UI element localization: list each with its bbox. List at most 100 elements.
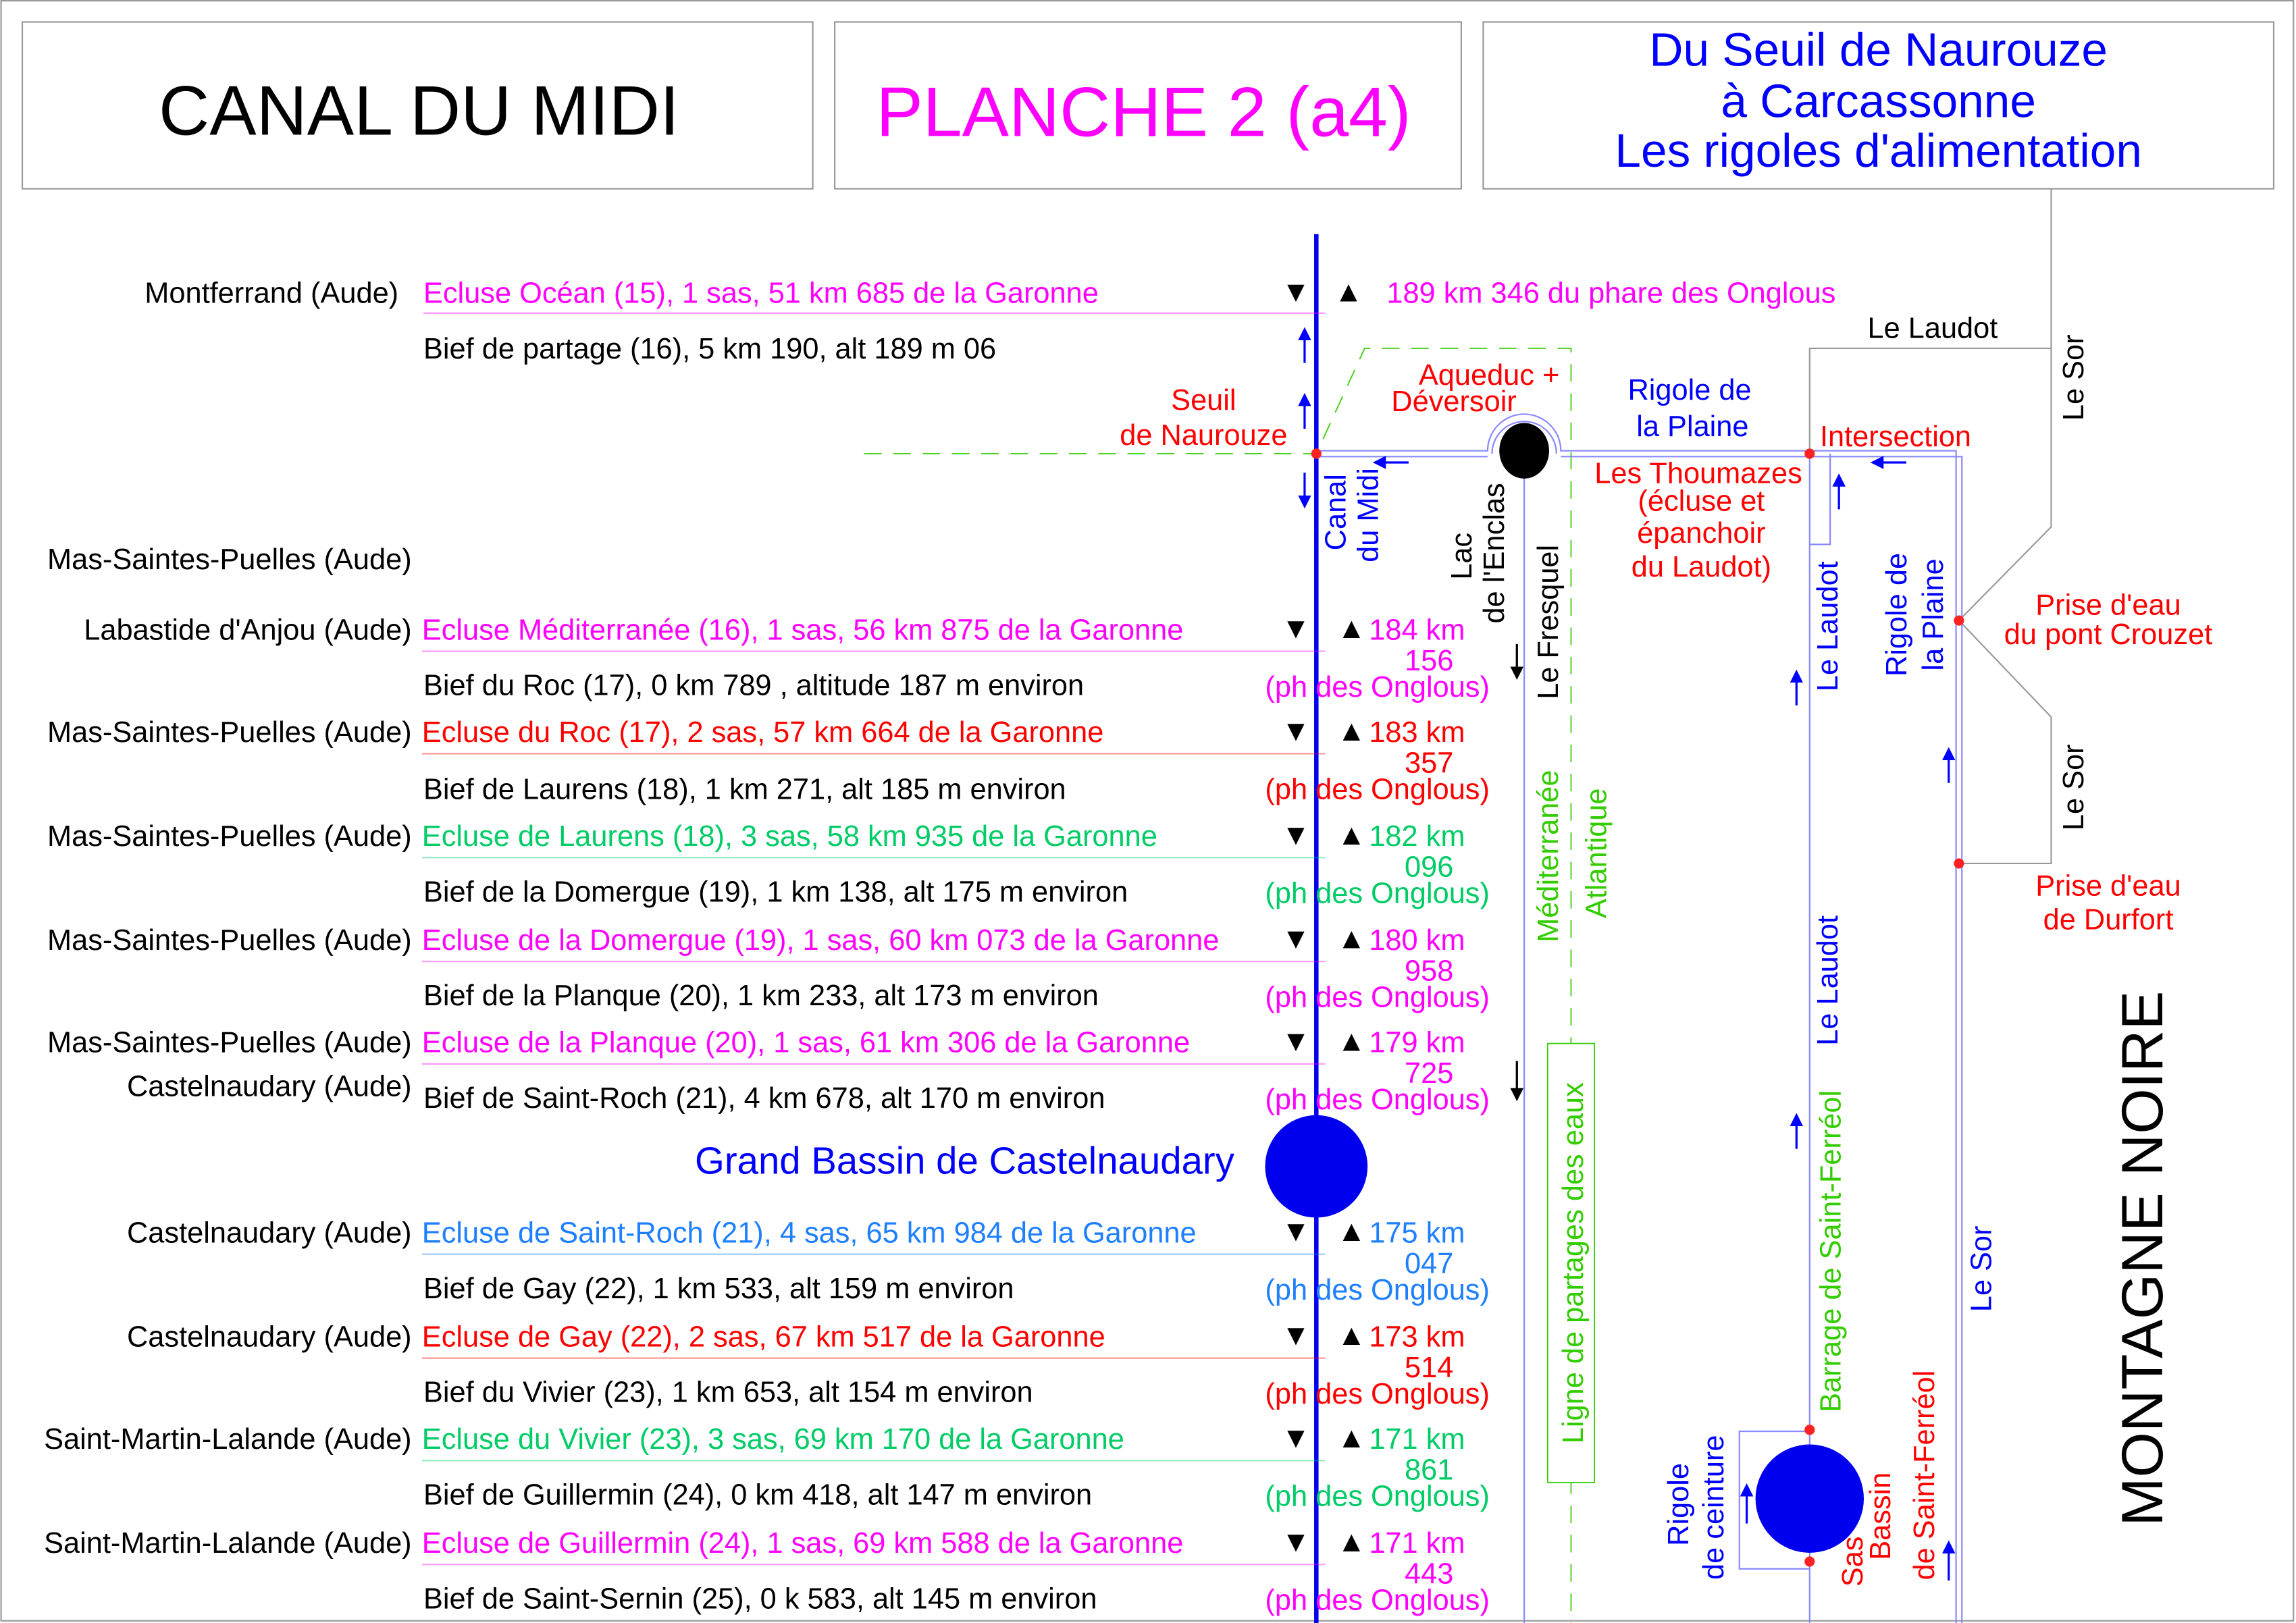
le-laudot-label: Le Laudot xyxy=(1812,561,1844,691)
down-marker-icon: ▼ xyxy=(1281,1526,1310,1558)
rigole-de-la-plaine xyxy=(1316,413,1963,1623)
bassin-label: Bassin xyxy=(1864,1472,1897,1560)
down-marker-icon: ▼ xyxy=(1281,1215,1310,1248)
km-label: 175 km xyxy=(1369,1217,1465,1249)
lac-label: de l'Enclas xyxy=(1478,483,1511,623)
point-seuil xyxy=(1311,448,1322,459)
km-decimal-label: 156 xyxy=(1405,645,1453,677)
down-marker-icon: ▼ xyxy=(1281,612,1310,645)
rigole-ceinture-label: de ceinture xyxy=(1698,1435,1730,1580)
hydro-network xyxy=(864,188,2052,1623)
down-marker-icon: ▼ xyxy=(1281,1319,1310,1352)
down-marker-icon: ▼ xyxy=(1281,276,1310,309)
lock-row: Labastide d'Anjou (Aude)Ecluse Méditerra… xyxy=(84,612,1490,703)
bief-label: Bief de Saint-Sernin (25), 0 k 583, alt … xyxy=(423,1582,1097,1615)
map-labels: Seuil de Naurouze Aqueduc + Déversoir Ri… xyxy=(1120,313,2212,936)
bassin-label: de Saint-Ferréol xyxy=(1908,1371,1941,1580)
km-label: 180 km xyxy=(1369,924,1465,957)
down-marker-icon: ▼ xyxy=(1281,923,1310,955)
down-marker-icon: ▼ xyxy=(1281,1025,1310,1057)
lock-list: Labastide d'Anjou (Aude)Ecluse Méditerra… xyxy=(44,612,1490,1616)
down-marker-icon: ▼ xyxy=(1281,715,1310,747)
up-marker-icon: ▲ xyxy=(1334,276,1363,309)
le-sor-line xyxy=(1958,188,2052,865)
prise-durfort-label: Prise d'eau xyxy=(2035,870,2181,903)
ecluse-label: Ecluse Océan (15), 1 sas, 51 km 685 de l… xyxy=(423,277,1099,310)
ecluse-label: Ecluse de Guillermin (24), 1 sas, 69 km … xyxy=(422,1527,1184,1560)
up-marker-icon: ▲ xyxy=(1337,819,1366,851)
lock-row: Mas-Saintes-Puelles (Aude)Ecluse de Laur… xyxy=(47,819,1490,910)
bief-label: Bief du Roc (17), 0 km 789 , altitude 18… xyxy=(423,670,1084,702)
thoumazes-label: (écluse et xyxy=(1638,485,1765,518)
up-marker-icon: ▲ xyxy=(1337,1422,1366,1454)
header: CANAL DU MIDI PLANCHE 2 (a4) Du Seuil de… xyxy=(21,21,2275,190)
commune-label: Castelnaudary (Aude) xyxy=(127,1321,412,1353)
km-decimal-label: 443 xyxy=(1405,1558,1453,1590)
le-laudot-label: Le Laudot xyxy=(1812,915,1844,1046)
canal-label: du Midi xyxy=(1352,468,1384,562)
thoumazes-label: épanchoir xyxy=(1637,517,1765,550)
bief-label: Bief de la Domergue (19), 1 km 138, alt … xyxy=(423,876,1128,908)
subtitle-line-1: Du Seuil de Naurouze xyxy=(1649,24,2108,76)
commune-label: Montferrand (Aude) xyxy=(145,277,398,310)
mediterranee-label: Méditerranée xyxy=(1532,770,1565,942)
bief-label: Bief de Guillermin (24), 0 km 418, alt 1… xyxy=(423,1479,1092,1511)
km-reference-label: (ph des Onglous) xyxy=(1265,877,1490,909)
up-marker-icon: ▲ xyxy=(1337,1319,1366,1352)
km-reference-label: (ph des Onglous) xyxy=(1265,1378,1490,1410)
km-reference-label: (ph des Onglous) xyxy=(1265,1084,1490,1116)
watershed-line xyxy=(864,348,1572,1623)
point-barrage xyxy=(1804,1425,1815,1435)
lock-row: Castelnaudary (Aude)Ecluse de Saint-Roch… xyxy=(127,1215,1490,1306)
bief-label: Bief de Laurens (18), 1 km 271, alt 185 … xyxy=(423,774,1066,806)
down-marker-icon: ▼ xyxy=(1281,819,1310,851)
sas-label: Sas xyxy=(1837,1537,1869,1587)
bief-list: Bief de partage (16), 5 km 190, alt 189 … xyxy=(423,333,1128,1615)
commune-label: Castelnaudary (Aude) xyxy=(127,1071,412,1103)
point-intersection xyxy=(1804,448,1815,459)
commune-label: Mas-Saintes-Puelles (Aude) xyxy=(47,543,412,576)
lock-row: Saint-Martin-Lalande (Aude)Ecluse du Viv… xyxy=(44,1422,1490,1513)
lac-enclas xyxy=(1499,423,1549,479)
down-marker-icon: ▼ xyxy=(1281,1422,1310,1454)
km-reference-label: (ph des Onglous) xyxy=(1265,981,1490,1013)
lock-row: Mas-Saintes-Puelles (Aude)Ecluse du Roc … xyxy=(47,715,1490,806)
rigole-plaine-label: la Plaine xyxy=(1636,410,1748,443)
atlantique-label: Atlantique xyxy=(1580,788,1613,918)
planche-label: PLANCHE 2 (a4) xyxy=(876,74,1411,152)
up-marker-icon: ▲ xyxy=(1337,715,1366,747)
rigole-plaine-vlabel: la Plaine xyxy=(1917,558,1950,670)
bief-label: Bief de Saint-Roch (21), 4 km 678, alt 1… xyxy=(423,1082,1105,1115)
ecluse-label: Ecluse de la Planque (20), 1 sas, 61 km … xyxy=(422,1027,1190,1059)
aqueduc-label: Déversoir xyxy=(1391,385,1516,418)
ecluse-label: Ecluse de Saint-Roch (21), 4 sas, 65 km … xyxy=(422,1217,1197,1249)
km-reference-label: (ph des Onglous) xyxy=(1265,1274,1490,1306)
ligne-partage-box xyxy=(1546,1042,1596,1483)
seuil-label: Seuil xyxy=(1171,384,1236,417)
thoumazes-label: du Laudot) xyxy=(1632,551,1771,583)
km-label: 189 km 346 du phare des Onglous xyxy=(1386,277,1835,310)
km-decimal-label: 725 xyxy=(1405,1057,1453,1090)
km-label: 184 km xyxy=(1369,614,1465,646)
km-decimal-label: 357 xyxy=(1405,747,1453,780)
commune-label: Mas-Saintes-Puelles (Aude) xyxy=(47,1027,412,1059)
ecluse-label: Ecluse du Roc (17), 2 sas, 57 km 664 de … xyxy=(422,716,1104,749)
lock-row-ocean: Montferrand (Aude) Ecluse Océan (15), 1 … xyxy=(145,276,1835,314)
fresquel-label: Le Fresquel xyxy=(1532,545,1565,699)
ligne-partage-label: Ligne de partages des eaux xyxy=(1557,1082,1590,1443)
grand-bassin-label: Grand Bassin de Castelnaudary xyxy=(695,1140,1235,1182)
commune-label: Mas-Saintes-Puelles (Aude) xyxy=(47,924,412,957)
grand-bassin xyxy=(1265,1115,1368,1218)
km-reference-label: (ph des Onglous) xyxy=(1265,1584,1490,1616)
page-title: CANAL DU MIDI xyxy=(159,72,679,150)
km-label: 182 km xyxy=(1369,820,1465,853)
bief-label: Bief du Vivier (23), 1 km 653, alt 154 m… xyxy=(423,1377,1033,1409)
le-laudot-top-line xyxy=(1808,347,2052,454)
lock-row: Mas-Saintes-Puelles (Aude)Ecluse de la D… xyxy=(47,923,1490,1014)
up-marker-icon: ▲ xyxy=(1337,923,1366,955)
km-decimal-label: 958 xyxy=(1405,955,1453,987)
point-durfort xyxy=(1954,858,1964,869)
km-decimal-label: 861 xyxy=(1405,1454,1453,1487)
barrage-label: Barrage de Saint-Ferréol xyxy=(1815,1090,1847,1412)
subtitle-box xyxy=(1482,21,2275,190)
